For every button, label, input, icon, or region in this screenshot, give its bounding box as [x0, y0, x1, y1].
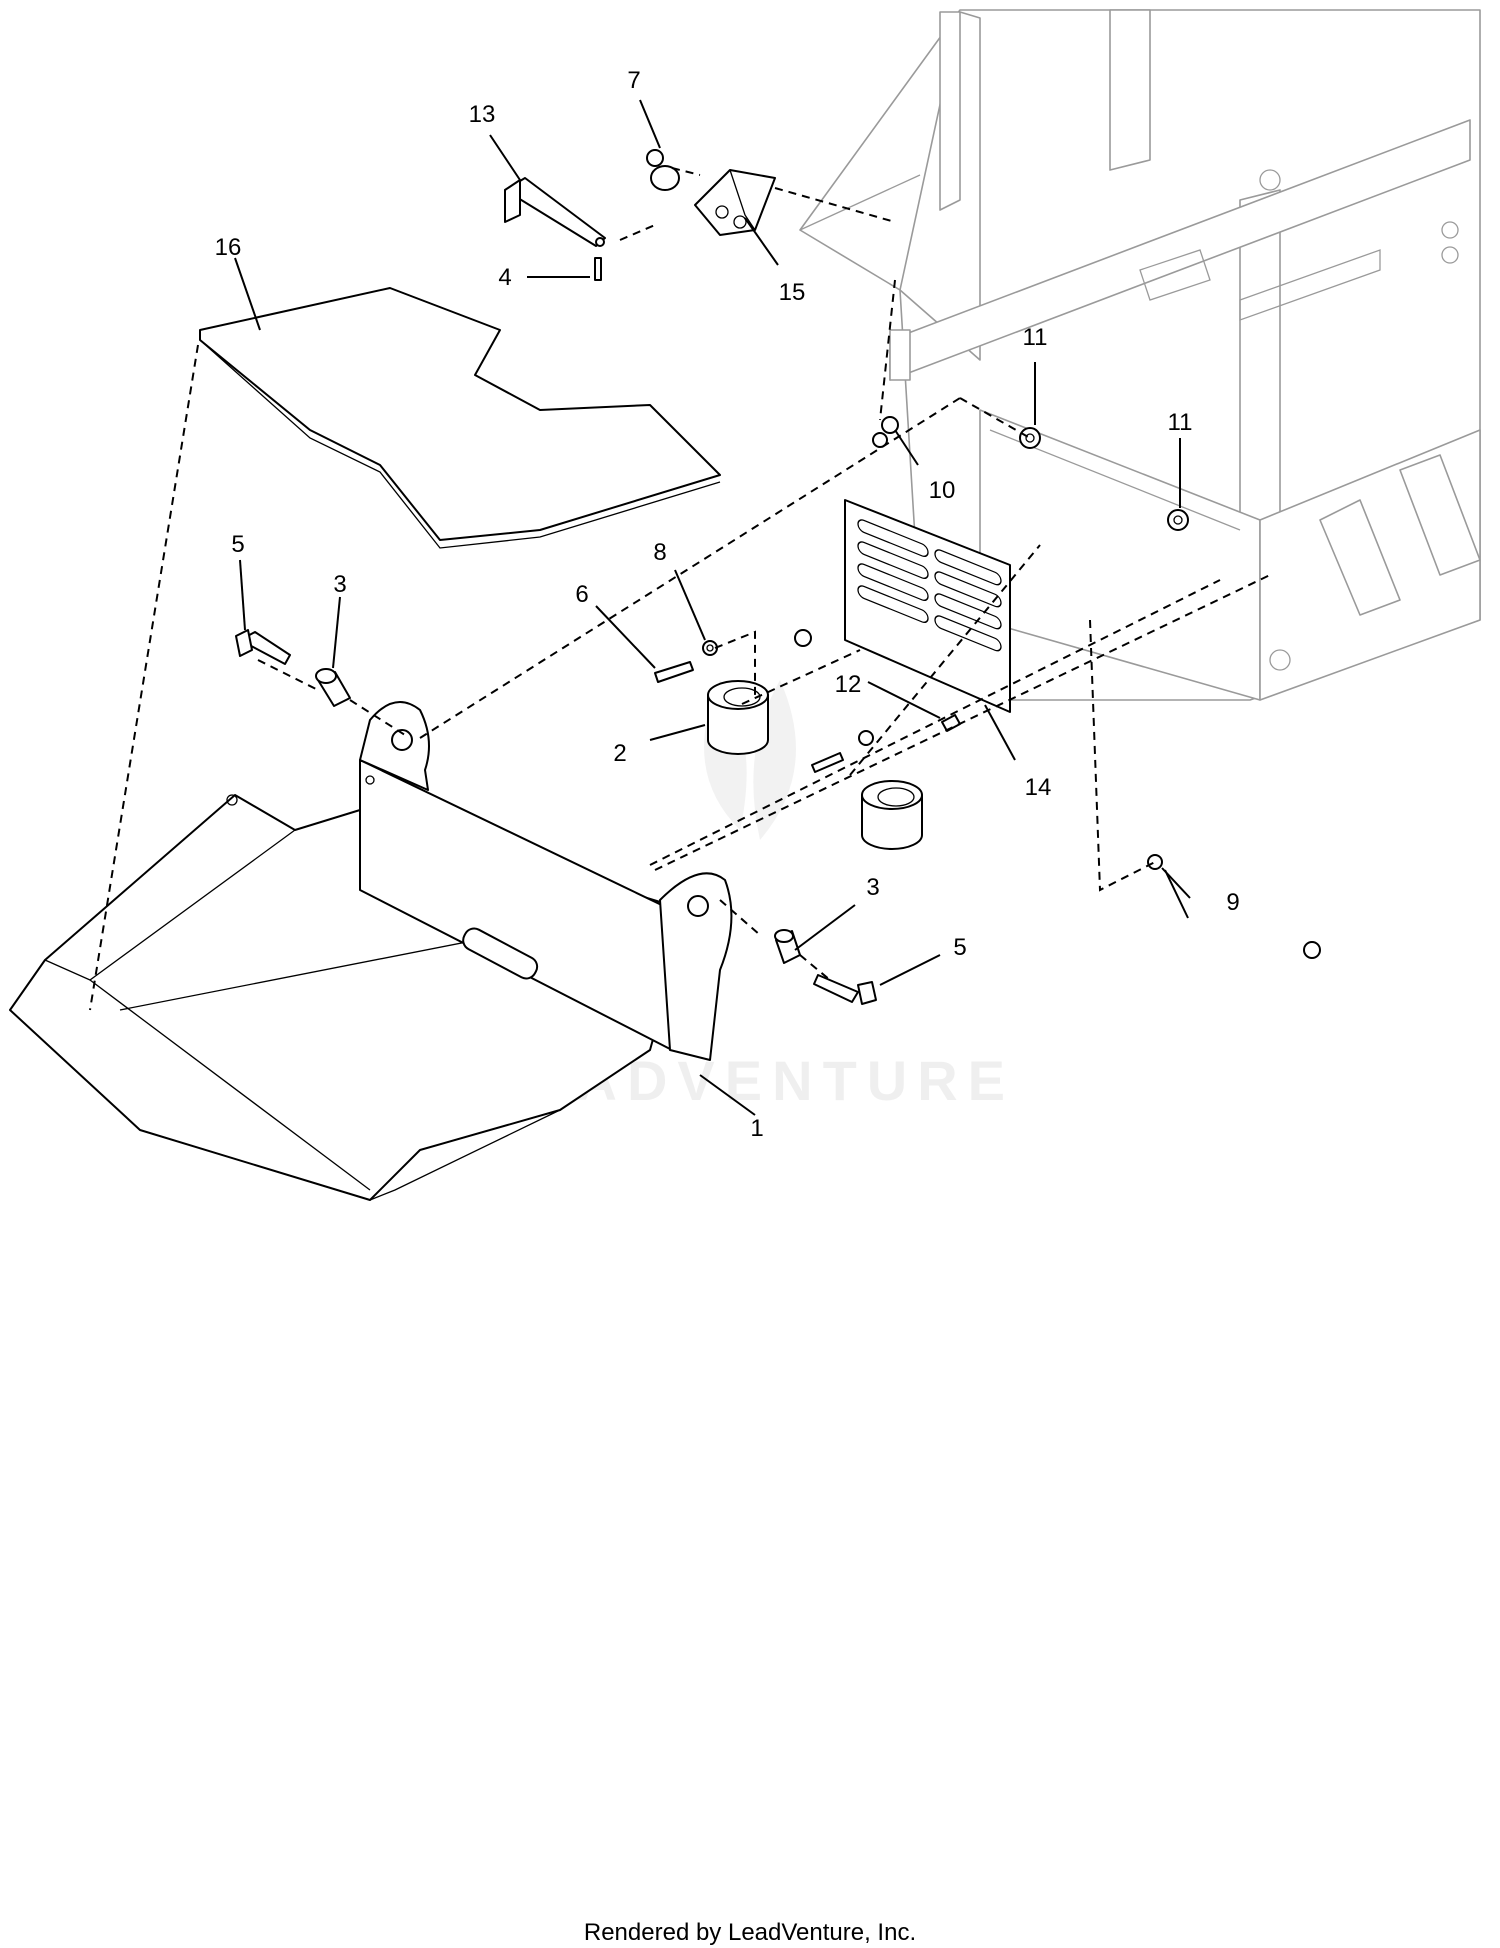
- callout-13: 13: [469, 101, 496, 128]
- callout-11a: 11: [1023, 324, 1048, 351]
- callout-16: 16: [215, 234, 242, 261]
- part-2-spacer-upper: [707, 680, 769, 755]
- part-2-spacer-lower: [861, 780, 923, 850]
- assembly-lines: [89, 167, 1271, 1011]
- callout-15: 15: [779, 279, 806, 306]
- part-15-latch-bracket: [694, 169, 776, 236]
- part-4-cotter-pin: [594, 257, 602, 281]
- callout-8: 8: [653, 539, 666, 566]
- part-13-lock-pin: [504, 177, 606, 247]
- callout-5a: 5: [231, 531, 244, 558]
- part-1-foot-platform: [9, 701, 733, 1201]
- mower-frame: [799, 9, 1481, 701]
- part-7-knob: [646, 149, 680, 191]
- callout-12: 12: [835, 671, 862, 698]
- part-14-vent-panel: [844, 499, 1011, 713]
- callout-6: 6: [575, 581, 588, 608]
- callout-10: 10: [929, 477, 956, 504]
- callout-3b: 3: [866, 874, 879, 901]
- callouts: 1 2 3 3 4 5 5 6 7 8 9 10 11 11 12 13 14 …: [215, 67, 1240, 1142]
- callout-2: 2: [613, 740, 626, 767]
- leader-lines: [234, 99, 1191, 1116]
- callout-5b: 5: [953, 934, 966, 961]
- part-16-floor-mat: [199, 287, 721, 549]
- callout-7: 7: [627, 67, 640, 94]
- callout-9: 9: [1226, 889, 1239, 916]
- render-credit: Rendered by LeadVenture, Inc.: [584, 1919, 916, 1946]
- callout-3a: 3: [333, 571, 346, 598]
- callout-11b: 11: [1168, 409, 1193, 436]
- callout-4: 4: [498, 264, 511, 291]
- callout-14: 14: [1025, 774, 1052, 801]
- callout-1: 1: [750, 1115, 763, 1142]
